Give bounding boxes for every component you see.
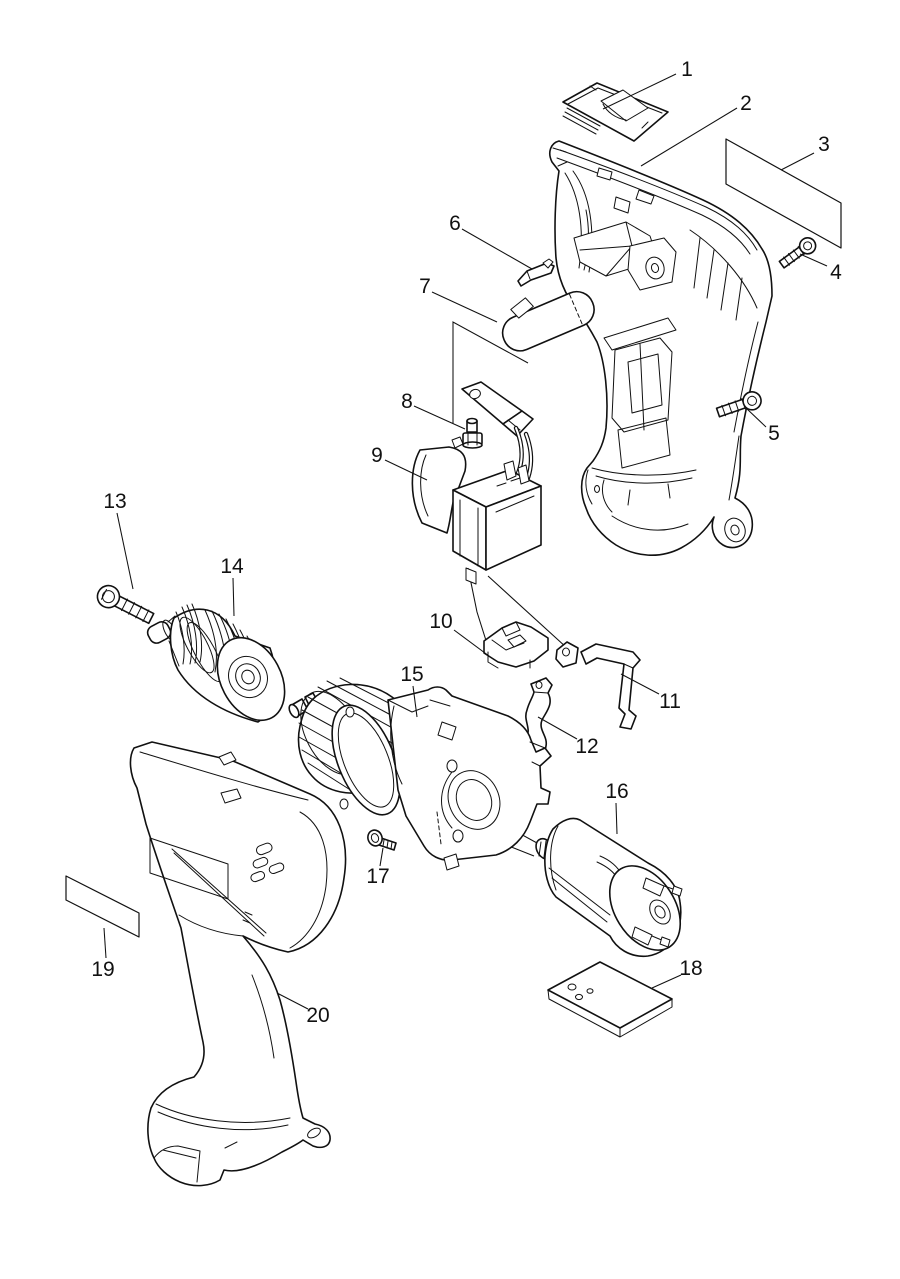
- part-2-callout: 2: [640, 92, 752, 167]
- part-1-cover-plate: [562, 82, 669, 142]
- part-5-callout: 5: [745, 407, 780, 445]
- part-5-number: 5: [768, 422, 780, 445]
- part-20-number: 20: [306, 1004, 329, 1027]
- part-3-callout: 3: [780, 133, 830, 171]
- part-9-number: 9: [371, 444, 383, 467]
- part-18-callout: 18: [651, 957, 703, 989]
- part-6-number: 6: [449, 212, 461, 235]
- part-16-callout: 16: [605, 780, 629, 835]
- part-9-callout: 9: [371, 444, 428, 481]
- part-13-screw: [96, 584, 155, 625]
- part-3-number: 3: [818, 133, 830, 156]
- callouts: 1 2 3 4 5 6 7 8: [91, 58, 842, 1027]
- part-8-screw-post: [462, 417, 483, 449]
- part-10-number: 10: [429, 610, 452, 633]
- part-4-screw: [778, 237, 817, 269]
- part-1-callout: 1: [602, 58, 693, 110]
- part-10-callout: 10: [429, 610, 490, 657]
- part-16-motor: [535, 817, 683, 958]
- part-14-number: 14: [220, 555, 244, 578]
- part-3-nameplate: [725, 138, 842, 249]
- part-2-housing-right: [549, 140, 773, 557]
- part-7-number: 7: [419, 275, 431, 298]
- part-20-housing-left: [129, 741, 347, 1187]
- part-19-label-plate: [65, 875, 140, 938]
- part-2-number: 2: [740, 92, 752, 115]
- part-4-callout: 4: [799, 253, 842, 284]
- part-18-plate: [547, 961, 673, 1038]
- part-17-number: 17: [366, 865, 389, 888]
- part-13-number: 13: [103, 490, 126, 513]
- part-13-callout: 13: [103, 490, 134, 590]
- part-10-terminal-block: [483, 621, 549, 669]
- part-20-callout: 20: [276, 992, 330, 1027]
- part-8-callout: 8: [401, 390, 466, 430]
- part-6-callout: 6: [449, 212, 533, 270]
- part-11-number: 11: [659, 690, 681, 713]
- part-1-number: 1: [681, 58, 693, 81]
- part-14-chuck: [146, 603, 286, 723]
- part-11-callout: 11: [620, 673, 681, 713]
- part-9-trigger-switch: [411, 381, 542, 585]
- part-8-number: 8: [401, 390, 413, 413]
- part-7-slide-button: [501, 290, 595, 352]
- part-6-switch-lever: [517, 258, 555, 287]
- part-15-number: 15: [400, 663, 423, 686]
- part-4-number: 4: [830, 261, 842, 284]
- part-19-number: 19: [91, 958, 114, 981]
- part-5-screw: [715, 391, 762, 418]
- part-14-callout: 14: [220, 555, 244, 617]
- part-12-callout: 12: [537, 716, 599, 758]
- part-15-callout: 15: [400, 663, 424, 718]
- part-17-callout: 17: [366, 847, 390, 888]
- part-15-gear-assembly: [288, 677, 552, 871]
- part-11-bracket: [555, 641, 641, 730]
- part-12-number: 12: [575, 735, 598, 758]
- part-19-callout: 19: [91, 927, 115, 981]
- part-16-number: 16: [605, 780, 628, 803]
- part-17-screw: [367, 829, 397, 851]
- part-7-callout: 7: [419, 275, 498, 323]
- part-18-number: 18: [679, 957, 702, 980]
